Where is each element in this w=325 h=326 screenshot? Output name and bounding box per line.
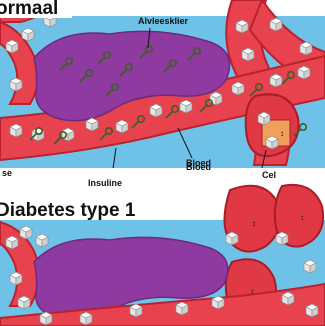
sugar-cube	[180, 100, 192, 113]
sugar-cube	[6, 40, 18, 53]
sugar-cube	[36, 234, 48, 247]
sugar-cube	[10, 78, 22, 91]
title-diabetes-type-1: Diabetes type 1	[0, 200, 136, 221]
label-glucose-partial-overlay: se	[2, 168, 12, 178]
sugar-cube	[242, 48, 254, 61]
sugar-cube	[298, 66, 310, 79]
sugar-cube	[130, 304, 142, 317]
sugar-cube	[18, 296, 30, 309]
sugar-cube	[270, 18, 282, 31]
sugar-cube	[232, 82, 244, 95]
label-insulin-overlay: Insuline	[88, 178, 122, 188]
sugar-cube	[80, 312, 92, 325]
cell-marker-b2: ↕	[300, 213, 304, 222]
sugar-cube	[212, 296, 224, 309]
sugar-cube	[6, 236, 18, 249]
sugar-cube	[306, 304, 318, 317]
sugar-cube	[176, 302, 188, 315]
title-normal: ormaal	[0, 0, 58, 19]
sugar-cube	[20, 226, 32, 239]
label-blood-overlay: Bloed	[186, 162, 211, 172]
sugar-cube	[236, 20, 248, 33]
label-pancreas: Alvleesklier	[138, 16, 189, 26]
sugar-cube	[40, 312, 52, 325]
sugar-cube	[300, 42, 312, 55]
sugar-cube	[10, 272, 22, 285]
panel-normal: ↕	[0, 0, 325, 188]
sugar-cube	[116, 120, 128, 133]
sugar-cube	[226, 232, 238, 245]
sugar-cube	[62, 128, 74, 141]
sugar-cube	[282, 292, 294, 305]
sugar-cube	[258, 112, 270, 125]
sugar-cube	[86, 118, 98, 131]
cell-marker: ↕	[280, 129, 284, 138]
cell-marker-b1: ↕	[252, 219, 256, 228]
sugar-cube	[270, 74, 282, 87]
label-cell-overlay: Cel	[262, 170, 276, 180]
sugar-cube	[276, 232, 288, 245]
sugar-cube	[10, 124, 22, 137]
sugar-cube	[22, 28, 34, 41]
sugar-cube	[150, 104, 162, 117]
sugar-cube	[266, 136, 278, 149]
sugar-cube	[304, 260, 316, 273]
